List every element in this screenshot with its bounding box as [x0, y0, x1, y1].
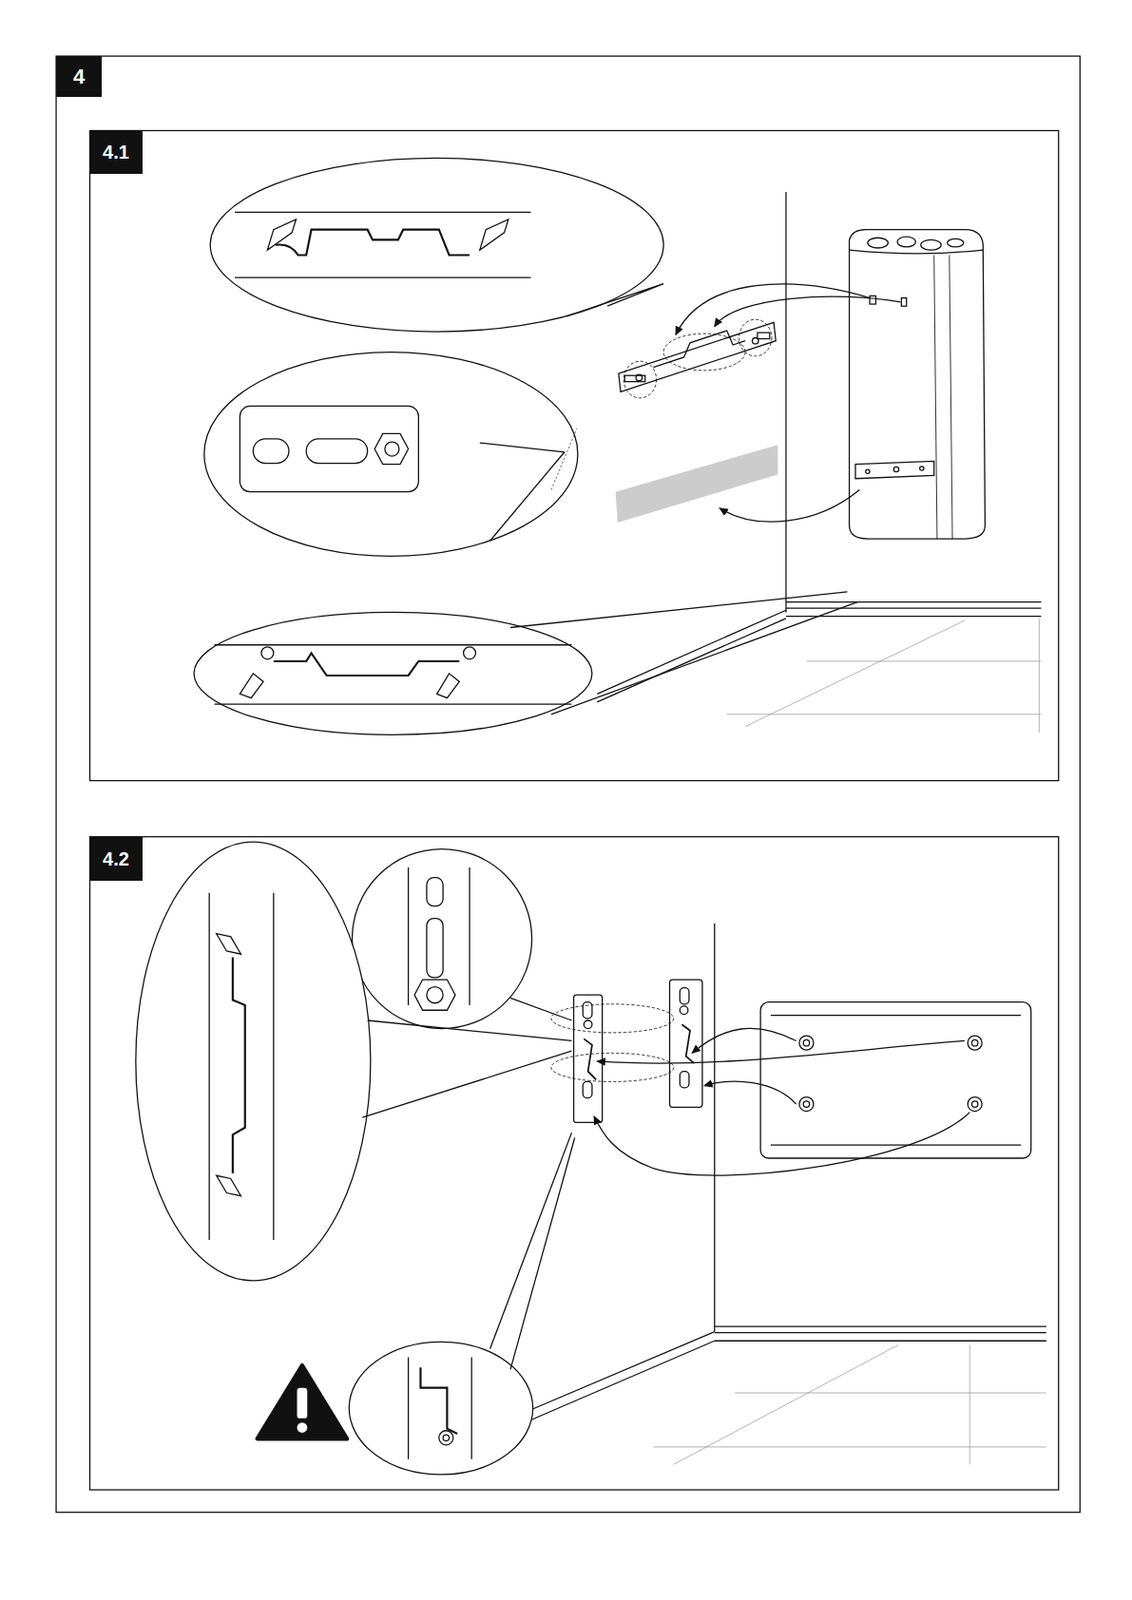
- panel-frame: [90, 837, 1059, 1491]
- wall-brackets: [551, 979, 703, 1123]
- detail-callouts: [193, 157, 858, 735]
- section-tab: 4.2: [89, 837, 143, 882]
- room-corner: [596, 191, 1041, 733]
- outer-frame: [56, 56, 1080, 1514]
- heater-back: [760, 1002, 1032, 1159]
- section-number: 4.1: [102, 141, 130, 164]
- mount-arrows: [675, 284, 901, 522]
- section-number: 4.2: [102, 848, 130, 871]
- section-tab: 4.1: [89, 130, 143, 174]
- water-heater: [849, 230, 986, 539]
- panel-frame: [90, 130, 1059, 781]
- room-corner: [522, 923, 1047, 1465]
- wall-bracket: [618, 319, 776, 399]
- mount-arrows: [594, 1028, 970, 1176]
- section-tab: 4: [56, 56, 102, 97]
- drill-area: [615, 444, 779, 523]
- detail-callouts: [135, 842, 576, 1476]
- section-number: 4: [73, 64, 85, 90]
- warning-symbol: [257, 1365, 348, 1439]
